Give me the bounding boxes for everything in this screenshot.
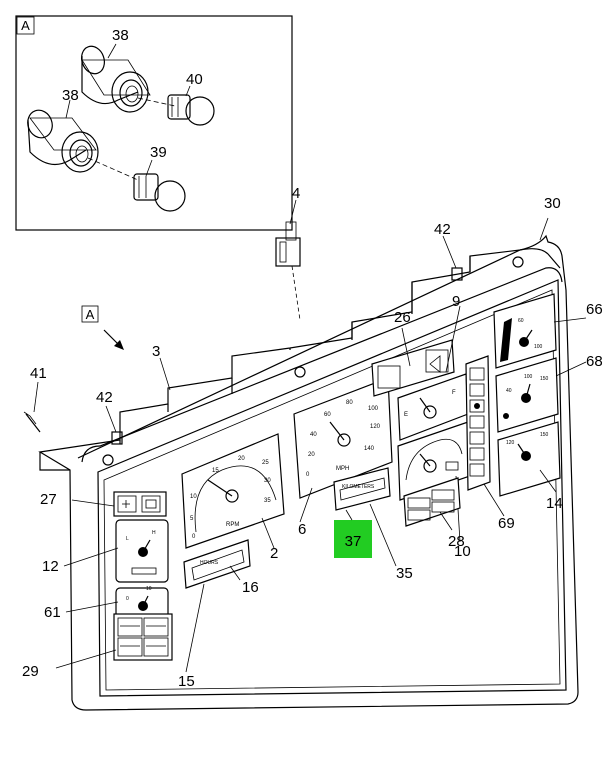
km-label: KILOMETERS <box>342 484 375 490</box>
callout-27: 27 <box>40 491 57 508</box>
indicator-column <box>465 355 491 491</box>
detail-a-label: A <box>21 18 30 33</box>
fuel-f: F <box>452 390 456 396</box>
detail-a-inset: A <box>15 15 293 231</box>
switch-pair-27 <box>113 491 167 517</box>
rpm-tick-35: 35 <box>264 498 271 504</box>
mph-tick-40: 40 <box>310 432 317 438</box>
mph-tick-60: 60 <box>324 412 331 418</box>
callout-12: 12 <box>42 558 59 575</box>
rpm-tick-10: 10 <box>190 494 197 500</box>
gauge-66: 60 100 <box>493 293 557 369</box>
panel-housing <box>38 234 579 711</box>
odometer: KILOMETERS <box>333 467 391 511</box>
g14-tick-a: 120 <box>506 440 515 446</box>
g68-tick-b: 100 <box>524 374 533 380</box>
connector-4: 4 <box>275 185 301 321</box>
callout-30: 30 <box>544 195 561 212</box>
g66-tick-a: 60 <box>518 318 524 324</box>
mph-tick-80: 80 <box>346 400 353 406</box>
callout-38-lower: 38 <box>62 87 79 104</box>
callout-15: 15 <box>178 673 195 690</box>
callout-61: 61 <box>44 604 61 621</box>
rpm-tick-20: 20 <box>238 456 245 462</box>
callout-42-right: 42 <box>434 221 451 238</box>
view-a-indicator: A <box>81 305 124 350</box>
callout-16: 16 <box>242 579 259 596</box>
callout-14: 14 <box>546 495 563 512</box>
socket-lower <box>27 109 139 181</box>
rpm-tick-5: 5 <box>190 516 194 522</box>
callout-26: 26 <box>394 309 411 326</box>
bulb-40 <box>167 94 215 126</box>
callout-28: 28 <box>448 533 465 550</box>
rpm-unit: RPM <box>226 522 239 528</box>
callout-35: 35 <box>396 565 413 582</box>
mph-tick-120: 120 <box>370 424 381 430</box>
hours-label: HOURS <box>200 560 219 566</box>
callout-41: 41 <box>30 365 47 382</box>
g14-tick-b: 150 <box>540 432 549 438</box>
mph-tick-100: 100 <box>368 406 379 412</box>
rpm-tick-0: 0 <box>192 534 196 540</box>
callout-38-upper: 38 <box>112 27 129 44</box>
callout-4: 4 <box>292 185 300 202</box>
svg-text:H: H <box>152 530 156 536</box>
screw-41: 41 <box>23 365 47 433</box>
g68-tick-c: 150 <box>540 376 549 382</box>
svg-text:0: 0 <box>126 596 129 602</box>
callout-40: 40 <box>186 71 203 88</box>
callout-68: 68 <box>586 353 603 370</box>
g68-tick-a: 40 <box>506 388 512 394</box>
callout-3: 3 <box>152 343 160 360</box>
mph-tick-0: 0 <box>306 472 310 478</box>
callout-6: 6 <box>298 521 306 538</box>
callout-37-highlight <box>334 520 372 558</box>
tachometer: 0 5 10 15 20 25 30 35 RPM <box>181 433 285 549</box>
gauge-14: 120 150 <box>497 421 561 497</box>
rpm-tick-15: 15 <box>212 468 219 474</box>
svg-text:10: 10 <box>146 586 152 592</box>
rpm-tick-30: 30 <box>264 478 271 484</box>
mph-unit: MPH <box>336 466 349 472</box>
g66-tick-b: 100 <box>534 344 543 350</box>
callout-29: 29 <box>22 663 39 680</box>
mph-tick-20: 20 <box>308 452 315 458</box>
hour-meter: HOURS <box>183 539 251 589</box>
callout-66: 66 <box>586 301 603 318</box>
callout-10: 10 <box>454 543 471 560</box>
callout-69: 69 <box>498 515 515 532</box>
callout-2: 2 <box>270 545 278 562</box>
switch-block-29 <box>113 613 173 661</box>
callout-42-left: 42 <box>96 389 113 406</box>
speedometer: 0 20 40 60 80 100 120 140 MPH <box>293 377 393 499</box>
gauge-12: L H <box>115 519 169 583</box>
mph-tick-140: 140 <box>364 446 375 452</box>
callout-39: 39 <box>150 144 167 161</box>
callout-37: 37 <box>345 533 362 550</box>
gauge-68: 40 100 150 <box>495 357 559 433</box>
svg-text:L: L <box>126 536 129 542</box>
switch-block-28 <box>403 477 461 527</box>
socket-upper <box>81 45 176 113</box>
callout-9: 9 <box>452 293 460 310</box>
bulb-39 <box>133 173 186 212</box>
fuel-e: E <box>404 412 408 418</box>
rpm-tick-25: 25 <box>262 460 269 466</box>
view-a-label: A <box>86 307 95 322</box>
